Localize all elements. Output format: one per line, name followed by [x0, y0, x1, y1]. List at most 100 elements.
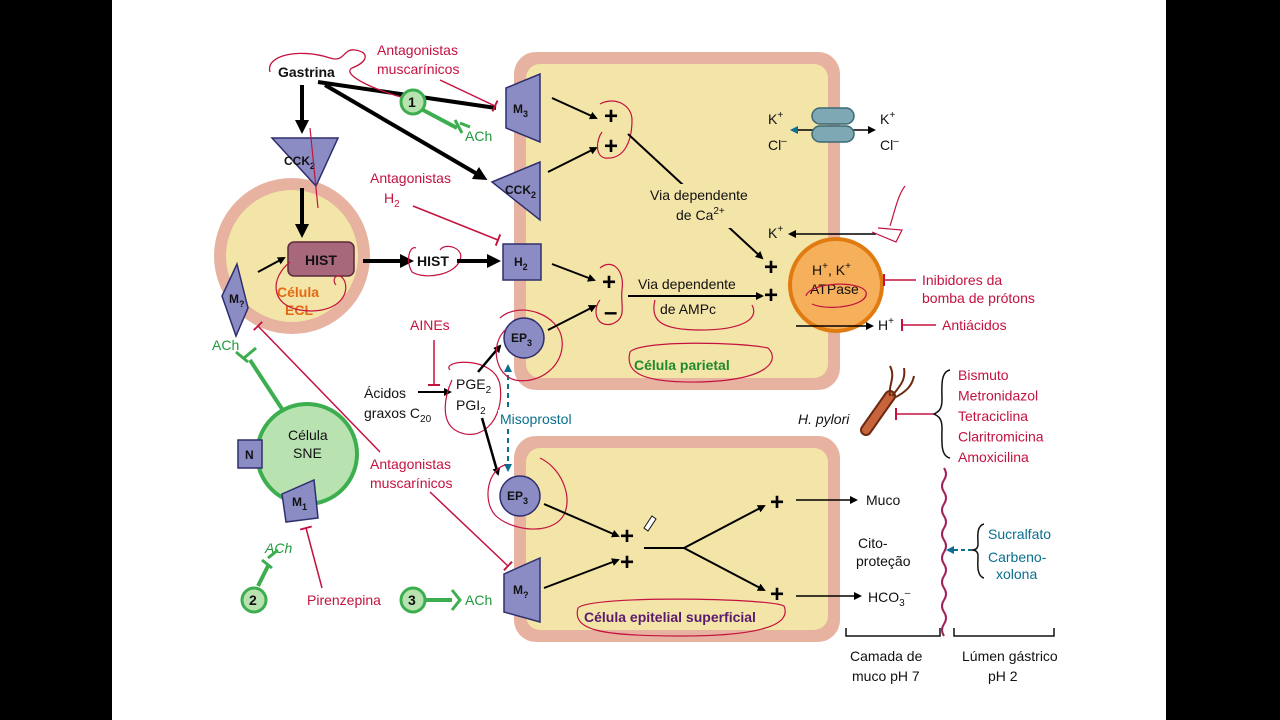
- pge2-label: PGE2: [456, 376, 492, 396]
- plus-m3: +: [604, 103, 618, 130]
- ach-label-2: ACh: [212, 337, 239, 353]
- misoprostol-label: Misoprostol: [500, 411, 572, 427]
- m-ecl-receptor: [221, 261, 249, 339]
- annotation-loop-plus-top: [596, 100, 633, 159]
- h-pylori-icon: [860, 365, 915, 436]
- inhibit-m1: [299, 525, 323, 589]
- inhibit-m3: [439, 79, 499, 112]
- arrow-h2-plus: [551, 263, 596, 282]
- m-epi-receptor: [503, 556, 541, 623]
- antibiotic-item: Tetraciclina: [958, 408, 1028, 424]
- antibiotic-item: Claritromicina: [958, 429, 1044, 445]
- k-pump-label: K+: [768, 224, 783, 241]
- neuron-2-number: 2: [249, 592, 257, 608]
- annotation-loop-gastrina: [269, 49, 406, 99]
- carbeno-label-1: Carbeno-: [988, 549, 1047, 565]
- annotation-loop-pg: [444, 361, 502, 436]
- annotation-loop-hist: [275, 261, 347, 312]
- ach-label-1: ACh: [465, 128, 492, 144]
- atpase-label-1: H+, K+: [812, 261, 851, 278]
- plus-hco3: +: [770, 581, 784, 608]
- antag-musc-bot-label-1: Antagonistas: [370, 456, 451, 472]
- antibiotic-item: Metronidazol: [958, 388, 1038, 404]
- h-pylori-label: H. pylori: [798, 411, 850, 427]
- inibidores-label-1: Inibidores da: [922, 272, 1002, 288]
- ep3-top-receptor: [503, 317, 545, 359]
- celula-parietal-label: Célula parietal: [634, 357, 730, 373]
- antag-h2-label-1: Antagonistas: [370, 170, 451, 186]
- hco3-label: HCO3–: [868, 588, 911, 609]
- ep3-top-label: EP3: [511, 331, 532, 348]
- camada-label-1: Camada de: [850, 648, 923, 664]
- antiacidos-label: Antiácidos: [942, 317, 1007, 333]
- annotation-loop-ep3-bot: [487, 457, 568, 530]
- arrow-m3-plus: [551, 97, 598, 120]
- annotation-checkmark: [871, 185, 906, 243]
- antag-h2-label-2: H2: [384, 190, 400, 210]
- annotation-loop-atpase: [805, 283, 867, 308]
- arrow-ep3-bot-plus: [543, 503, 620, 538]
- arrow-pg-ep3-bot: [480, 417, 501, 476]
- arrow-m-ecl-hist: [257, 257, 286, 273]
- pirenzepina-label: Pirenzepina: [307, 592, 381, 608]
- gastrina-label: Gastrina: [278, 64, 335, 80]
- muco-label: Muco: [866, 492, 900, 508]
- lumen-label-2: pH 2: [988, 668, 1018, 684]
- m3-label: M3: [513, 102, 528, 119]
- annotation-loop-pm: [595, 263, 624, 326]
- via-ampc-label-2: de AMPc: [660, 301, 716, 317]
- k-right-label: K+: [880, 110, 895, 127]
- h2-receptor-label: H2: [514, 255, 528, 272]
- antag-musc-top-label-1: Antagonistas: [377, 42, 458, 58]
- cck2-parietal-receptor: [490, 160, 541, 222]
- cck2-ecl-receptor: [270, 137, 340, 188]
- neuron-sne-axon-ecl: [248, 358, 286, 414]
- n-receptor: [237, 439, 263, 469]
- annotation-loop-parietal: [628, 342, 773, 383]
- antibiotics-list: BismutoMetronidazolTetraciclinaClaritrom…: [958, 367, 1044, 465]
- plus-ca: +: [764, 254, 778, 281]
- n-receptor-label: N: [245, 448, 254, 462]
- m-ecl-label: M?: [229, 292, 245, 309]
- ach-terminal-2: [261, 548, 279, 570]
- inhibit-m-epi: [429, 491, 513, 572]
- cl-left-label: Cl–: [768, 136, 787, 153]
- neuron-2-icon: [240, 586, 268, 614]
- citoprotecao-label-2: proteção: [856, 553, 911, 569]
- acidos-label-1: Ácidos: [364, 385, 406, 401]
- plus-muco: +: [770, 489, 784, 516]
- sucralfato-brace: [971, 523, 985, 579]
- plus-cck2: +: [604, 133, 618, 160]
- neuron-1-axon: [422, 108, 458, 130]
- plus-h2: +: [602, 269, 616, 296]
- arrow-ep3-minus: [547, 305, 597, 331]
- atpase-pump: [788, 237, 884, 333]
- arrow-m-epi-plus: [543, 558, 620, 589]
- m3-receptor: [505, 72, 541, 144]
- via-ampc-label-1: Via dependente: [638, 276, 736, 292]
- pen-cursor-icon: [643, 515, 657, 532]
- ach-terminal-ecl: [235, 346, 257, 364]
- plus-epi-bot: +: [620, 549, 634, 576]
- neuron-1-number: 1: [408, 94, 416, 110]
- brace-camada: [845, 628, 941, 637]
- antibiotic-item: Amoxicilina: [958, 449, 1029, 465]
- annotation-loop-cck2: [309, 127, 319, 209]
- cck2-ecl-label: CCK2: [284, 154, 315, 171]
- pgi2-label: PGI2: [456, 397, 486, 417]
- minus-ep3: –: [604, 299, 617, 326]
- citoprotecao-label-1: Cito-: [858, 535, 888, 551]
- plus-epi-top: +: [620, 523, 634, 550]
- aines-label: AINEs: [410, 317, 450, 333]
- annotation-loop-ep3-top: [495, 309, 563, 382]
- atpase-label-2: ATPase: [810, 281, 859, 297]
- neuron-1-icon: [399, 88, 427, 116]
- hist-box: [287, 241, 355, 277]
- antag-musc-bot-label-2: muscarínicos: [370, 475, 452, 491]
- inhibit-h2: [412, 205, 502, 246]
- m1-label: M1: [292, 495, 307, 512]
- cl-right-label: Cl–: [880, 136, 899, 153]
- antibiotic-item: Bismuto: [958, 367, 1009, 383]
- ach-terminal-3: [450, 589, 462, 611]
